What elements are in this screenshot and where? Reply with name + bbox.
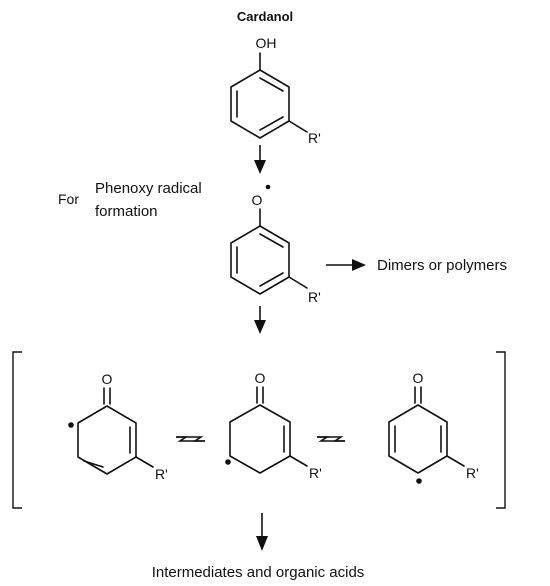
- resonance-arrow: [176, 436, 205, 442]
- radical-dot: [416, 478, 422, 484]
- side-note-line2: formation: [95, 203, 158, 220]
- resonance-structure-para: O R': [388, 370, 479, 484]
- oxygen-label: O: [252, 192, 263, 208]
- right-bracket: [496, 351, 506, 509]
- radical-dot: [68, 422, 74, 428]
- r-group-label: R': [155, 466, 168, 482]
- radical-dot: [265, 184, 271, 190]
- phenoxy-radical-structure: O R': [230, 184, 321, 305]
- final-product-label: Intermediates and organic acids: [152, 564, 365, 581]
- substituent-bond: [288, 276, 308, 289]
- ring: [229, 404, 291, 474]
- substituent-bond: [135, 456, 154, 468]
- side-product-label: Dimers or polymers: [377, 257, 507, 274]
- ring-double-bond: [83, 460, 104, 468]
- ring-double-bond: [259, 272, 284, 287]
- r-group-label: R': [308, 130, 321, 146]
- side-note-line1: Phenoxy radical: [95, 180, 202, 197]
- ring: [77, 405, 137, 475]
- reaction-arrow: [256, 513, 268, 551]
- reaction-arrow: [254, 145, 266, 174]
- r-group-label: R': [309, 465, 322, 481]
- substituent-bond: [446, 455, 465, 467]
- ring-double-bond: [259, 77, 284, 92]
- oxygen-label: O: [255, 370, 266, 386]
- resonance-arrow: [317, 436, 345, 442]
- resonance-structure-meta: O R': [225, 370, 322, 481]
- benzene-ring: [230, 225, 290, 295]
- oxygen-label: O: [413, 370, 424, 386]
- reaction-arrow: [254, 306, 266, 334]
- cardanol-structure: OH R': [230, 35, 321, 146]
- radical-dot: [225, 459, 231, 465]
- oxygen-label: O: [102, 371, 113, 387]
- r-group-label: R': [308, 289, 321, 305]
- left-bracket: [12, 351, 22, 509]
- ring: [388, 404, 448, 474]
- title-cardanol: Cardanol: [237, 9, 293, 24]
- benzene-ring: [230, 69, 290, 139]
- hydroxyl-label: OH: [256, 35, 277, 51]
- ring-double-bond: [259, 116, 284, 131]
- resonance-structure-ortho: O R': [68, 371, 168, 482]
- ring-double-bond: [259, 233, 284, 248]
- side-reaction-arrow: [326, 259, 366, 271]
- side-note-prefix: For: [58, 191, 79, 207]
- substituent-bond: [288, 120, 308, 133]
- substituent-bond: [289, 455, 308, 467]
- r-group-label: R': [466, 465, 479, 481]
